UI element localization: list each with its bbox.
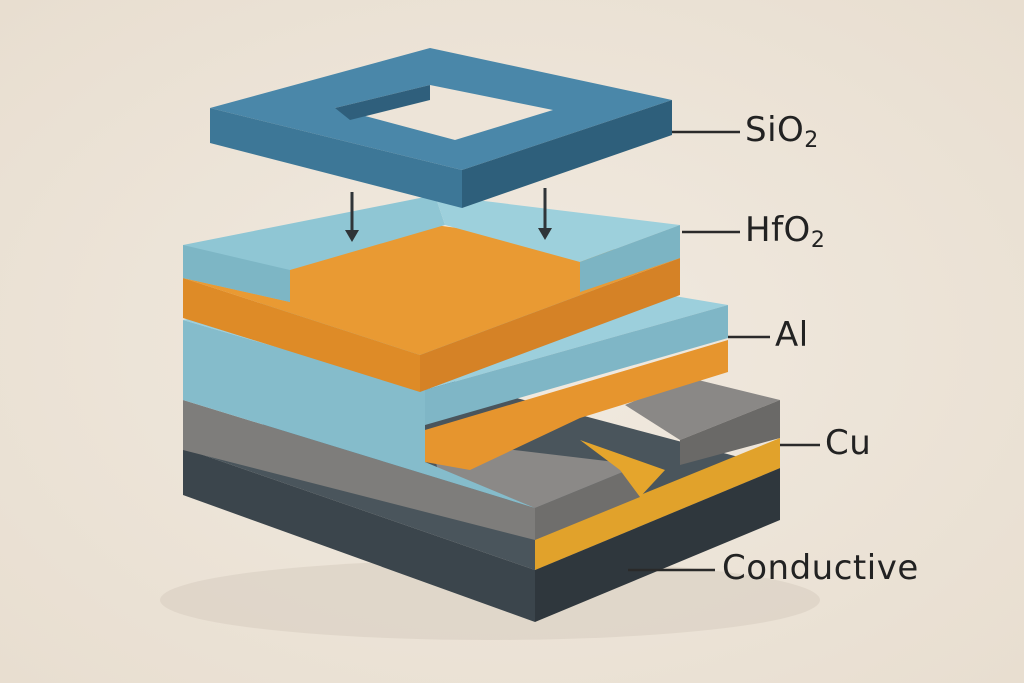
arrow-icon-left [345,192,359,242]
label-al: Al [775,315,809,355]
arrow-icon-right [538,188,552,240]
cu-layer [535,438,780,570]
sio2-layer [210,48,672,208]
label-cu: Cu [825,423,872,463]
al-lower-step [425,340,728,470]
leader-lines [628,130,820,572]
label-hfo2: HfO2 [745,210,826,253]
label-sio2: SiO2 [745,110,819,153]
label-conductive: Conductive [722,548,919,588]
hfo2-layer [183,195,680,302]
